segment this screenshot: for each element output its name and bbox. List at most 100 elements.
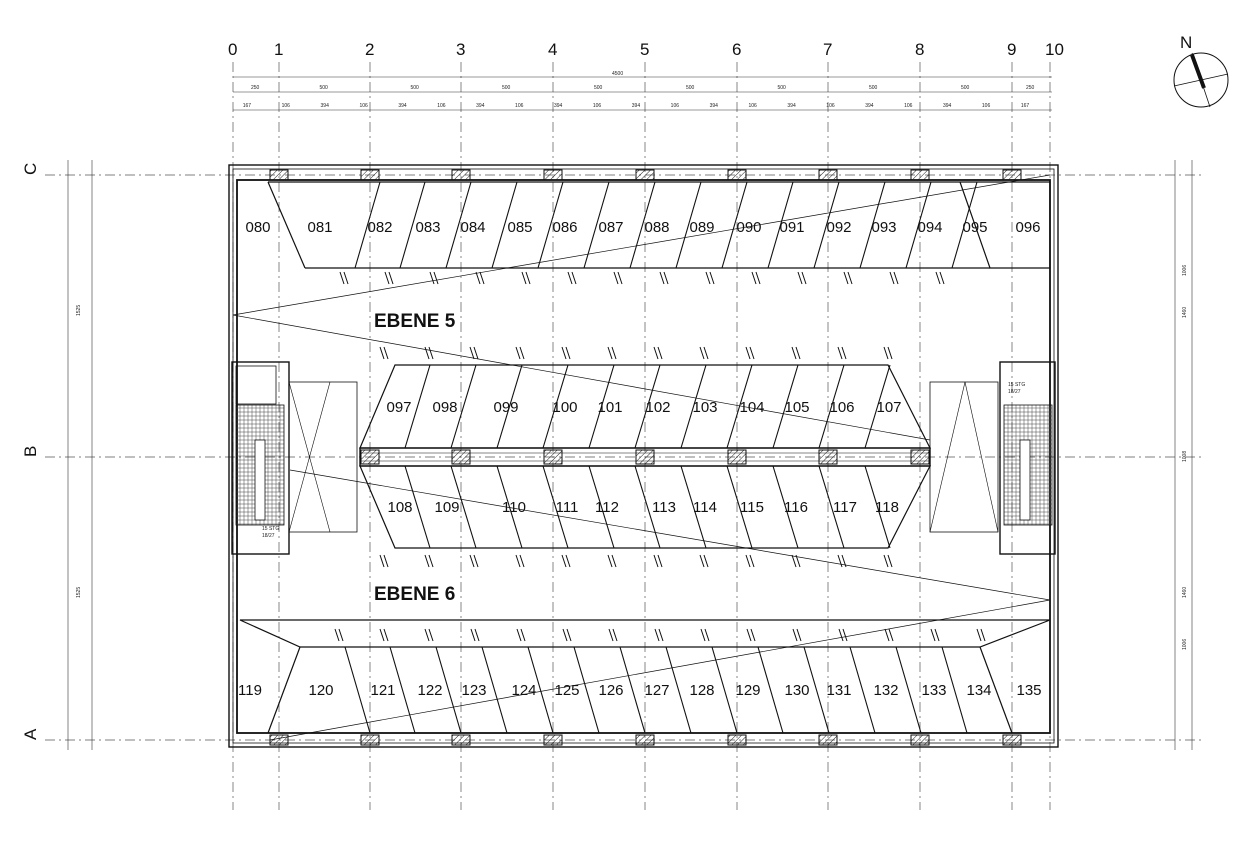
wheel-stop [519,554,525,568]
wheel-stop [520,628,526,642]
wheel-stop [611,554,617,568]
bay-number: 097 [386,399,411,416]
dimension-row1: 500 [320,85,329,91]
wheel-stop [792,628,798,642]
bay-number: 080 [245,219,270,236]
bay-number: 107 [876,399,901,416]
wheel-stop [930,628,936,642]
bay-number: 132 [873,682,898,699]
stall-line [849,646,876,734]
axis-column-label: 2 [365,40,374,59]
stall-line [941,646,968,734]
stair-core-left [231,361,358,555]
dimension-row2: 106 [671,103,680,109]
parking-rows [239,181,1051,734]
stall-line [445,181,472,269]
column [910,734,930,746]
wheel-stop [565,346,571,360]
column [727,449,747,465]
axis-column-label: 5 [640,40,649,59]
wheel-stop [837,346,843,360]
stall-line [813,181,840,269]
wheel-stop [379,628,385,642]
stall-line [726,465,753,549]
bay-number: 125 [554,682,579,699]
column [1002,734,1022,746]
stall-line [803,646,830,734]
wheel-stop [469,554,475,568]
dimension-row2: 106 [826,103,835,109]
wheel-stop [887,346,893,360]
wheel-stop [379,346,385,360]
bay-number: 103 [692,399,717,416]
wheel-stop [884,628,890,642]
wheel-stop [653,346,659,360]
column [818,449,838,465]
level-label-lower: EBENE 6 [374,584,455,605]
stall-line [527,646,554,734]
dimension-row2: 394 [787,103,796,109]
dimension-row2: 394 [710,103,719,109]
dimension-right: 1006 [1182,265,1188,276]
wheel-stop [801,271,807,285]
dimension-left: 1525 [76,305,82,316]
wheel-stop [479,271,485,285]
wheel-stop [383,346,389,360]
wheel-stop [607,554,613,568]
wheel-stop [428,346,434,360]
wheel-stop [565,554,571,568]
wheel-stop [470,628,476,642]
wheel-stop [709,271,715,285]
wheel-stop [653,554,659,568]
wheel-stop [700,628,706,642]
bay-number: 086 [552,219,577,236]
column [269,734,289,746]
north-arrow: N [1173,33,1229,108]
bay-number: 123 [461,682,486,699]
dimension-row2: 106 [593,103,602,109]
bay-number: 133 [921,682,946,699]
bay-number: 101 [597,399,622,416]
wheel-stop [428,554,434,568]
dimension-row1: 250 [1026,85,1035,91]
stair-label-right-1: 15 STG [1008,382,1025,388]
bay-number: 081 [307,219,332,236]
wheel-stop [843,271,849,285]
stall-line [680,465,707,549]
stair-label-left-2: 18/27 [262,533,275,539]
bay-number: 126 [598,682,623,699]
wheel-stop [893,271,899,285]
axis-column-label: 10 [1045,40,1064,59]
wheel-stop [749,554,755,568]
column [360,169,380,181]
column [543,169,563,181]
bay-number: 135 [1016,682,1041,699]
dimension-total: 4500 [612,71,623,77]
wheel-stop [883,346,889,360]
bay-number: 099 [493,399,518,416]
stall-line [864,364,891,449]
dimension-row2: 394 [632,103,641,109]
stall-line [491,181,518,269]
wheel-stop [745,346,751,360]
column [818,734,838,746]
stall-line [583,181,610,269]
column [635,169,655,181]
bay-number: 124 [511,682,536,699]
wheel-stop [384,271,390,285]
stall-line [481,646,508,734]
stair-label-right-2: 18/27 [1008,389,1021,395]
dimension-row2: 394 [321,103,330,109]
stall-line [404,465,431,549]
wheel-stop [657,554,663,568]
wheel-stop [562,628,568,642]
stall-line [675,181,702,269]
column [1002,169,1022,181]
wheel-stop [939,271,945,285]
bay-number: 115 [740,499,764,516]
stall-line [389,646,416,734]
column [727,169,747,181]
wheel-stop [887,554,893,568]
dimension-row2: 167 [243,103,252,109]
